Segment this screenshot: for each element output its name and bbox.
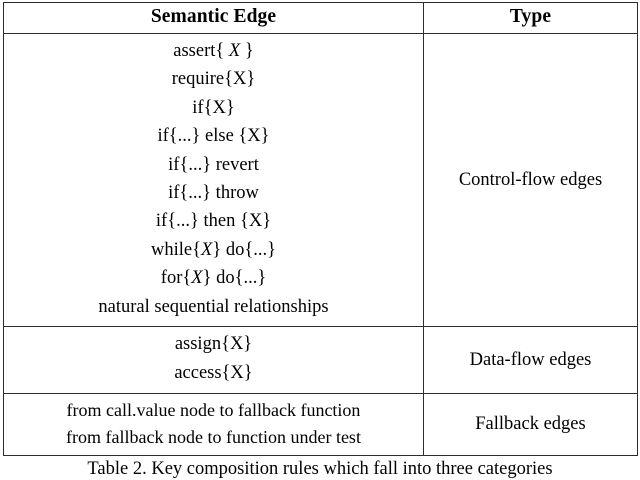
column-header-type: Type: [423, 2, 638, 34]
list-item: assign{X}: [174, 334, 253, 355]
table-header: Semantic Edge Type: [3, 2, 638, 34]
table-body: assert{ X } require{X} if{X} if{...} els…: [3, 32, 638, 457]
semantic-edge-table-container: Semantic Edge Type assert{ X } require{X…: [3, 2, 638, 457]
type-label-fallback: Fallback edges: [423, 393, 638, 457]
list-item: from call.value node to fallback functio…: [66, 400, 361, 421]
list-item: assert{ X }: [173, 41, 254, 61]
edge-list-data-flow: assign{X} access{X}: [3, 326, 424, 395]
column-header-semantic-edge: Semantic Edge: [3, 2, 424, 34]
list-item: if{...} else {X}: [157, 126, 270, 147]
edge-list-control-flow: assert{ X } require{X} if{X} if{...} els…: [3, 32, 424, 328]
list-item: while{X} do{...}: [151, 239, 276, 260]
list-item: if{X}: [192, 97, 235, 118]
table-row: assign{X} access{X} Data-flow edges: [3, 326, 638, 395]
list-item: if{...} throw: [168, 183, 259, 204]
list-item: for{X} do{...}: [160, 268, 267, 289]
type-label-control-flow: Control-flow edges: [423, 32, 638, 328]
table-row: assert{ X } require{X} if{X} if{...} els…: [3, 32, 638, 328]
semantic-edge-table: Semantic Edge Type assert{ X } require{X…: [3, 2, 638, 457]
list-item: if{...} then {X}: [155, 211, 272, 232]
table-caption: Table 2. Key composition rules which fal…: [87, 459, 553, 479]
list-item: require{X}: [171, 69, 256, 90]
list-item: if{...} revert: [168, 154, 259, 175]
type-label-data-flow: Data-flow edges: [423, 326, 638, 395]
table-header-row: Semantic Edge Type: [3, 2, 638, 34]
table-row: from call.value node to fallback functio…: [3, 393, 638, 457]
edge-list-fallback: from call.value node to fallback functio…: [3, 393, 424, 457]
list-item: access{X}: [174, 363, 253, 384]
list-item: natural sequential relationships: [98, 296, 329, 317]
list-item: from fallback node to function under tes…: [66, 426, 361, 447]
